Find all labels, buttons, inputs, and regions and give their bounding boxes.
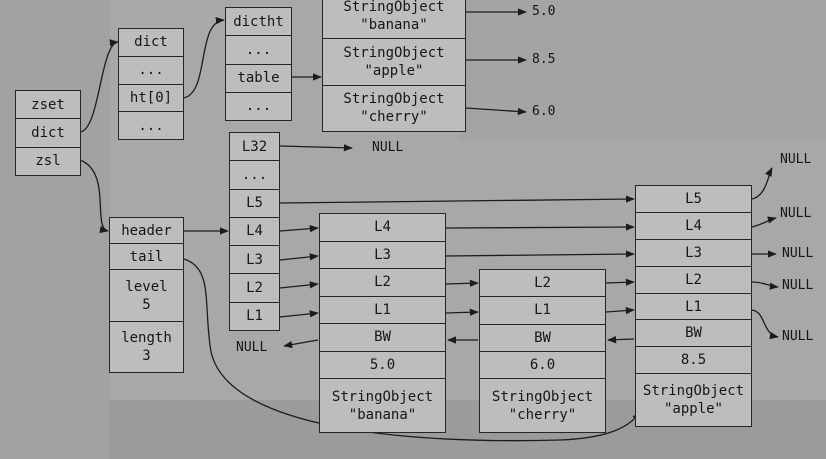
entry-banana: StringObject "banana"	[343, 0, 445, 33]
cherry-backward: BW	[480, 323, 605, 351]
score-apple: 8.5	[532, 52, 556, 67]
cherry-score: 6.0	[480, 350, 605, 378]
apple-level-4: L4	[636, 211, 751, 239]
banana-level-4: L4	[374, 219, 391, 236]
apple-member: StringObject "apple"	[636, 373, 751, 426]
banana-member: StringObject "banana"	[320, 378, 445, 432]
banana-level-1: L1	[320, 295, 445, 324]
null-label: NULL	[782, 278, 814, 293]
null-label: NULL	[372, 140, 404, 155]
apple-level-1: L1	[636, 292, 751, 320]
score-banana: 5.0	[532, 4, 556, 19]
arrow-zset-dict	[79, 39, 119, 133]
dictht-ellipsis: ...	[226, 35, 291, 63]
dict-ellipsis: ...	[119, 55, 183, 84]
node-banana: L4 L3 L2 L1 BW 5.0 StringObject "banana"	[319, 213, 446, 433]
header-level-1: L1	[230, 301, 279, 330]
zskiplist-header-field: header	[121, 222, 172, 239]
banana-level-2: L2	[320, 268, 445, 296]
dictht-table-field: table	[226, 63, 291, 92]
dict-label: dict	[134, 34, 168, 51]
null-label: NULL	[236, 340, 268, 355]
dict-entries: StringObject "banana" StringObject "appl…	[322, 0, 466, 132]
apple-level-5: L5	[685, 190, 702, 207]
zset-struct: zset dict zsl	[15, 90, 81, 176]
dict-struct: dict ... ht[0] ...	[118, 28, 184, 140]
zskiplist-level-field: level 5	[110, 269, 183, 320]
apple-level-2: L2	[636, 265, 751, 293]
dictht-label: dictht	[233, 13, 284, 30]
node-cherry: L2 L1 BW 6.0 StringObject "cherry"	[479, 269, 606, 433]
node-apple: L5 L4 L3 L2 L1 BW 8.5 StringObject "appl…	[635, 185, 752, 427]
entry-cherry: StringObject "cherry"	[323, 84, 465, 131]
score-cherry: 6.0	[532, 104, 556, 119]
cherry-level-2: L2	[534, 275, 551, 292]
dict-ht0-field: ht[0]	[119, 83, 183, 112]
apple-level-3: L3	[636, 238, 751, 266]
cherry-level-1: L1	[480, 296, 605, 323]
zset-dict-field: dict	[16, 118, 80, 146]
apple-score: 8.5	[636, 346, 751, 373]
header-node: L32 ... L5 L4 L3 L2 L1	[229, 132, 280, 331]
zskiplist-tail-field: tail	[110, 243, 183, 269]
banana-score: 5.0	[320, 350, 445, 379]
arrow-zset-zsl	[79, 159, 109, 234]
zskiplist-length-field: length 3	[110, 320, 183, 372]
banana-backward: BW	[320, 323, 445, 351]
null-label: NULL	[780, 152, 812, 167]
null-label: NULL	[780, 206, 812, 221]
zset-zsl-field: zsl	[16, 146, 80, 175]
arrow-ht0-dictht	[182, 16, 225, 99]
dictht-ellipsis: ...	[226, 91, 291, 120]
header-level-5: L5	[230, 188, 279, 217]
null-label: NULL	[782, 329, 814, 344]
header-level-2: L2	[230, 273, 279, 301]
header-level-32: L32	[241, 138, 268, 155]
cherry-member: StringObject "cherry"	[480, 378, 605, 432]
zset-label: zset	[31, 96, 65, 113]
dict-ellipsis: ...	[119, 111, 183, 139]
header-level-4: L4	[230, 216, 279, 245]
zskiplist-struct: header tail level 5 length 3	[109, 217, 184, 373]
banana-level-3: L3	[320, 240, 445, 269]
header-level-3: L3	[230, 245, 279, 273]
null-label: NULL	[782, 246, 814, 261]
apple-backward: BW	[636, 319, 751, 346]
header-level-ellipsis: ...	[230, 160, 279, 188]
dictht-struct: dictht ... table ...	[225, 7, 292, 121]
entry-apple: StringObject "apple"	[323, 38, 465, 84]
